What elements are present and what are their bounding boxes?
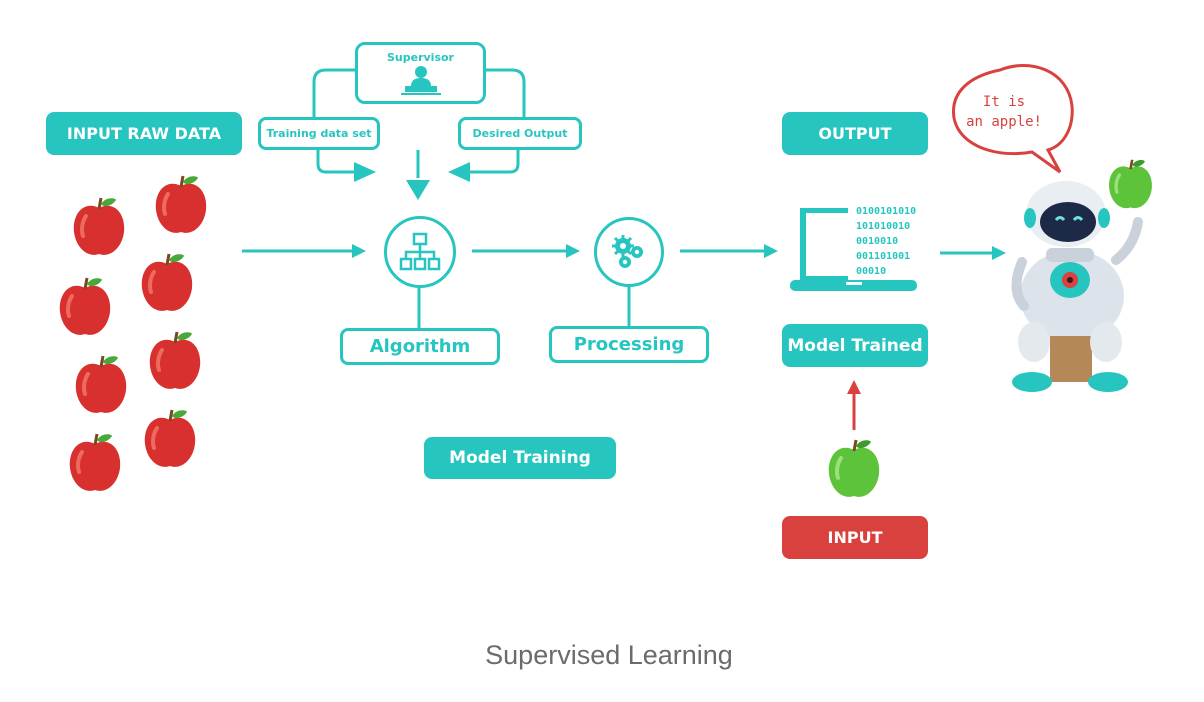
- flow-arrows: [242, 249, 994, 330]
- arrow-icon: [352, 244, 366, 258]
- speech-line-1: It is: [982, 94, 1026, 110]
- hierarchy-icon: [399, 232, 441, 271]
- binary-line: 0010010: [856, 236, 899, 247]
- input-raw-data-label: INPUT RAW DATA: [46, 112, 242, 155]
- arrow-icon: [847, 380, 861, 394]
- binary-line: 0100101010: [856, 206, 917, 217]
- binary-line: 00010: [856, 266, 887, 277]
- model-training-label: Model Training: [424, 437, 616, 479]
- apple-icon: [67, 432, 123, 493]
- gears-icon: [612, 235, 643, 268]
- arrow-icon: [406, 180, 430, 200]
- speech-line-2: an apple!: [966, 114, 1042, 130]
- desired-output-label: Desired Output: [458, 117, 582, 150]
- input-label: INPUT: [782, 516, 928, 559]
- output-label: OUTPUT: [782, 112, 928, 155]
- processing-node: [594, 217, 664, 287]
- apple-icon: [142, 408, 198, 469]
- binary-line: 101010010: [856, 221, 911, 232]
- apple-icon: [153, 174, 209, 235]
- apple-icon: [826, 438, 882, 499]
- algorithm-label: Algorithm: [340, 328, 500, 365]
- arrow-icon: [354, 162, 376, 182]
- arrow-icon: [448, 162, 470, 182]
- supervisor-label: Supervisor: [387, 51, 454, 64]
- supervisor-icon: [400, 66, 441, 95]
- apple-icon: [1107, 158, 1154, 210]
- speech-bubble: [952, 64, 1074, 174]
- apple-icon: [147, 330, 203, 391]
- apple-icon: [57, 276, 113, 337]
- speech-text: It is an apple!: [960, 92, 1048, 132]
- arrow-icon: [764, 244, 778, 258]
- apple-icon: [139, 252, 195, 313]
- arrow-icon: [566, 244, 580, 258]
- supervisor-loop: [312, 68, 526, 178]
- model-trained-label: Model Trained: [782, 324, 928, 367]
- robot-icon: [1011, 181, 1143, 392]
- binary-line: 001101001: [856, 251, 911, 262]
- laptop-icon: [790, 208, 917, 291]
- apple-icon: [71, 196, 127, 257]
- binary-output: 0100101010 101010010 0010010 001101001 00010: [856, 204, 916, 279]
- apple-icon: [73, 354, 129, 415]
- supervisor-box: Supervisor: [355, 42, 486, 104]
- arrow-icon: [992, 246, 1006, 260]
- training-data-set-label: Training data set: [258, 117, 380, 150]
- algorithm-node: [384, 216, 456, 288]
- processing-label: Processing: [549, 326, 709, 363]
- figure-caption: Supervised Learning: [485, 640, 733, 670]
